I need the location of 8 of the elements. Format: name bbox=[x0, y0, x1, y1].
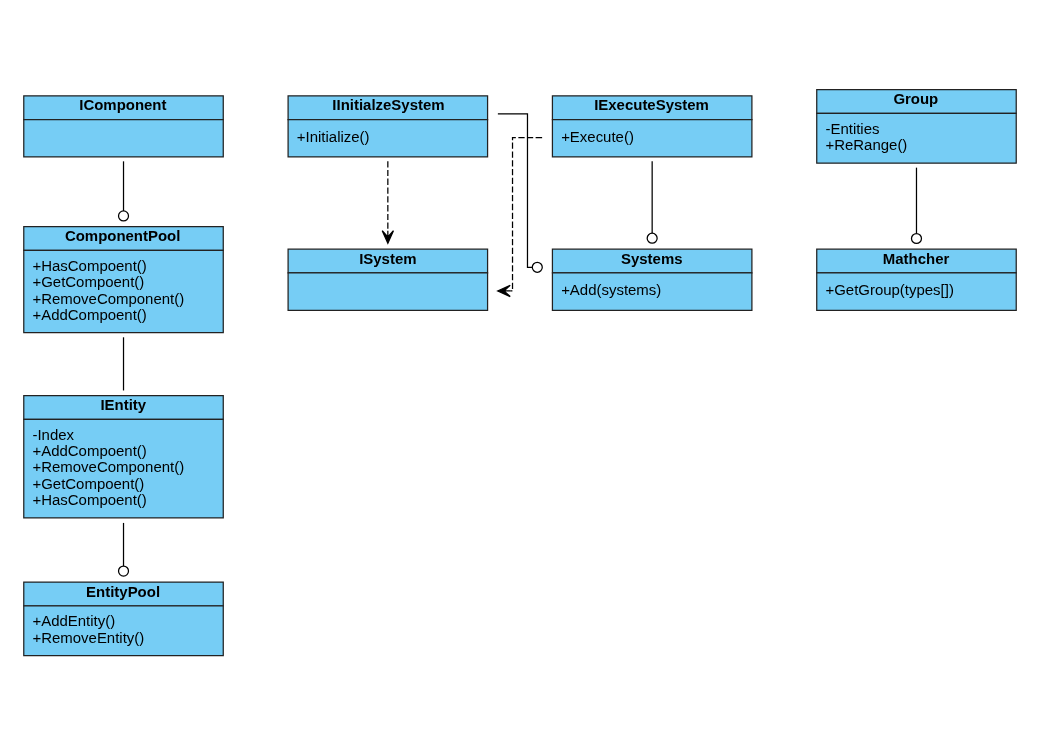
connector bbox=[122, 336, 125, 392]
arrow bbox=[497, 136, 543, 298]
arrow bbox=[381, 160, 395, 244]
connector bbox=[117, 160, 130, 222]
connector bbox=[910, 167, 923, 245]
connector bbox=[497, 113, 543, 273]
connector bbox=[117, 522, 130, 577]
connector bbox=[646, 160, 658, 244]
